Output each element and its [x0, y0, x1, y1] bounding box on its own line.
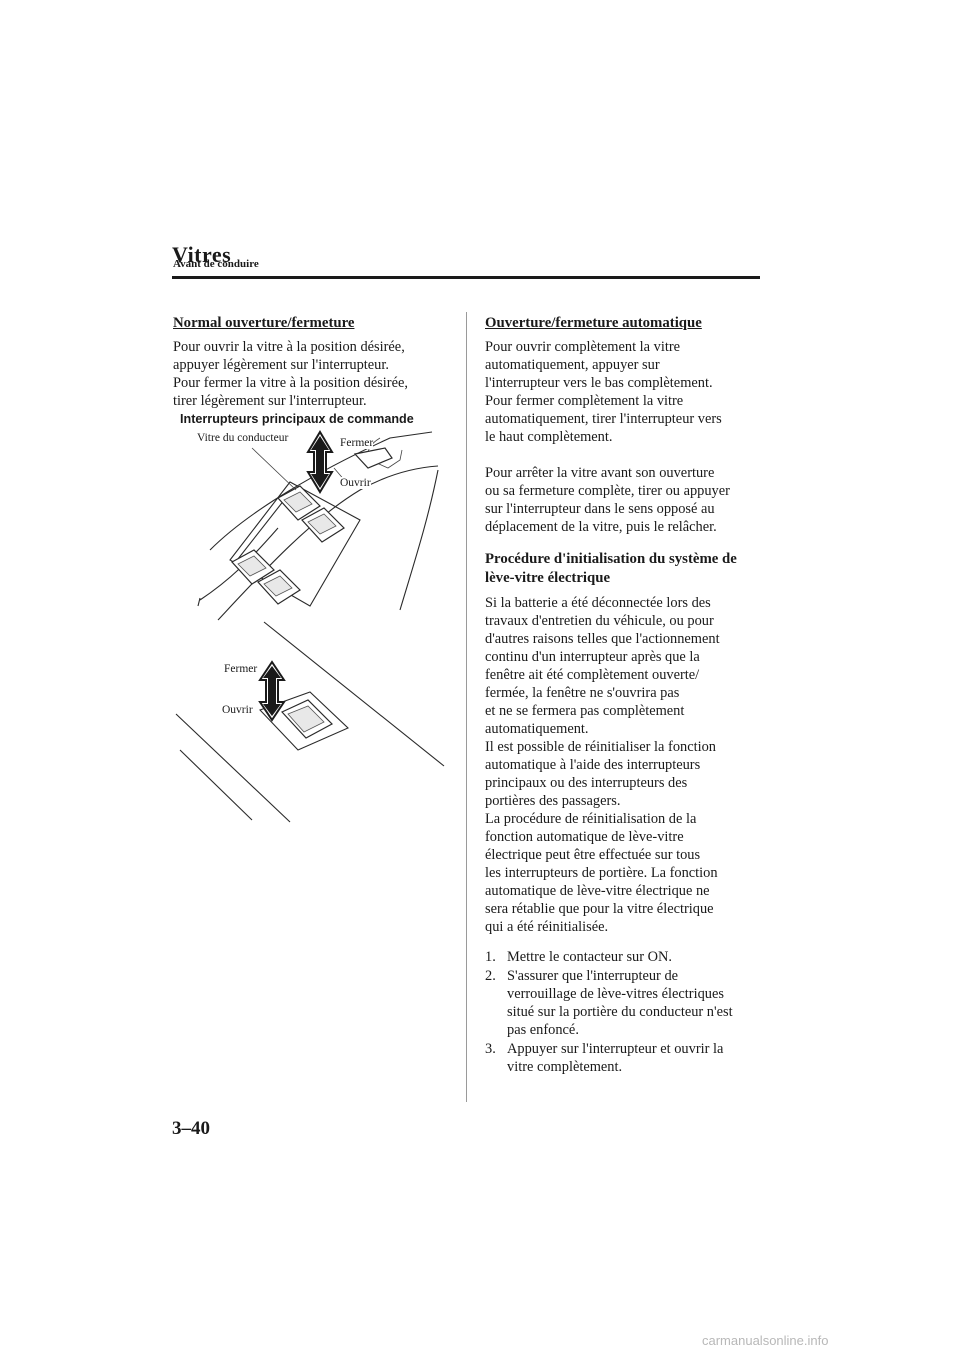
- right-paragraph-1: Pour ouvrir complètement la vitre automa…: [485, 339, 722, 445]
- header-rule: [172, 276, 760, 279]
- right-subheading: Procédure d'initialisation du système de…: [485, 551, 737, 586]
- list-item: 3.Appuyer sur l'interrupteur et ouvrir l…: [485, 1041, 724, 1075]
- label-close-lower: Fermer: [224, 663, 258, 675]
- right-column: Ouverture/fermeture automatique Pour ouv…: [485, 314, 763, 1077]
- left-column: Normal ouverture/fermeture Pour ouvrir l…: [173, 314, 441, 424]
- step-list: 1.Mettre le contacteur sur ON. 2.S'assur…: [485, 948, 763, 1076]
- right-paragraph-3: Si la batterie a été déconnectée lors de…: [485, 595, 720, 935]
- label-driver-window: Vitre du conducteur: [197, 432, 289, 444]
- list-item: 1.Mettre le contacteur sur ON.: [485, 949, 673, 965]
- label-open-lower: Ouvrir: [222, 704, 253, 716]
- column-divider: [466, 312, 467, 1102]
- watermark: carmanualsonline.info: [702, 1333, 829, 1348]
- label-close-upper: Fermer: [340, 437, 374, 449]
- page-number: 3–40: [172, 1118, 210, 1139]
- list-item: 2.S'assurer que l'interrupteur de verrou…: [485, 968, 733, 1038]
- right-paragraph-2: Pour arrêter la vitre avant son ouvertur…: [485, 465, 730, 535]
- section-label: Avant de conduire: [173, 258, 259, 270]
- label-open-upper: Ouvrir: [340, 477, 371, 489]
- left-paragraph: Pour ouvrir la vitre à la position désir…: [173, 339, 408, 409]
- right-heading: Ouverture/fermeture automatique: [485, 315, 702, 331]
- left-heading: Normal ouverture/fermeture: [173, 315, 355, 331]
- window-switch-illustration: [175, 430, 445, 823]
- window-switch-figure: Interrupteurs principaux de commande: [170, 410, 450, 830]
- figure-caption: Interrupteurs principaux de commande: [180, 412, 414, 426]
- page-title: Vitres: [172, 242, 232, 267]
